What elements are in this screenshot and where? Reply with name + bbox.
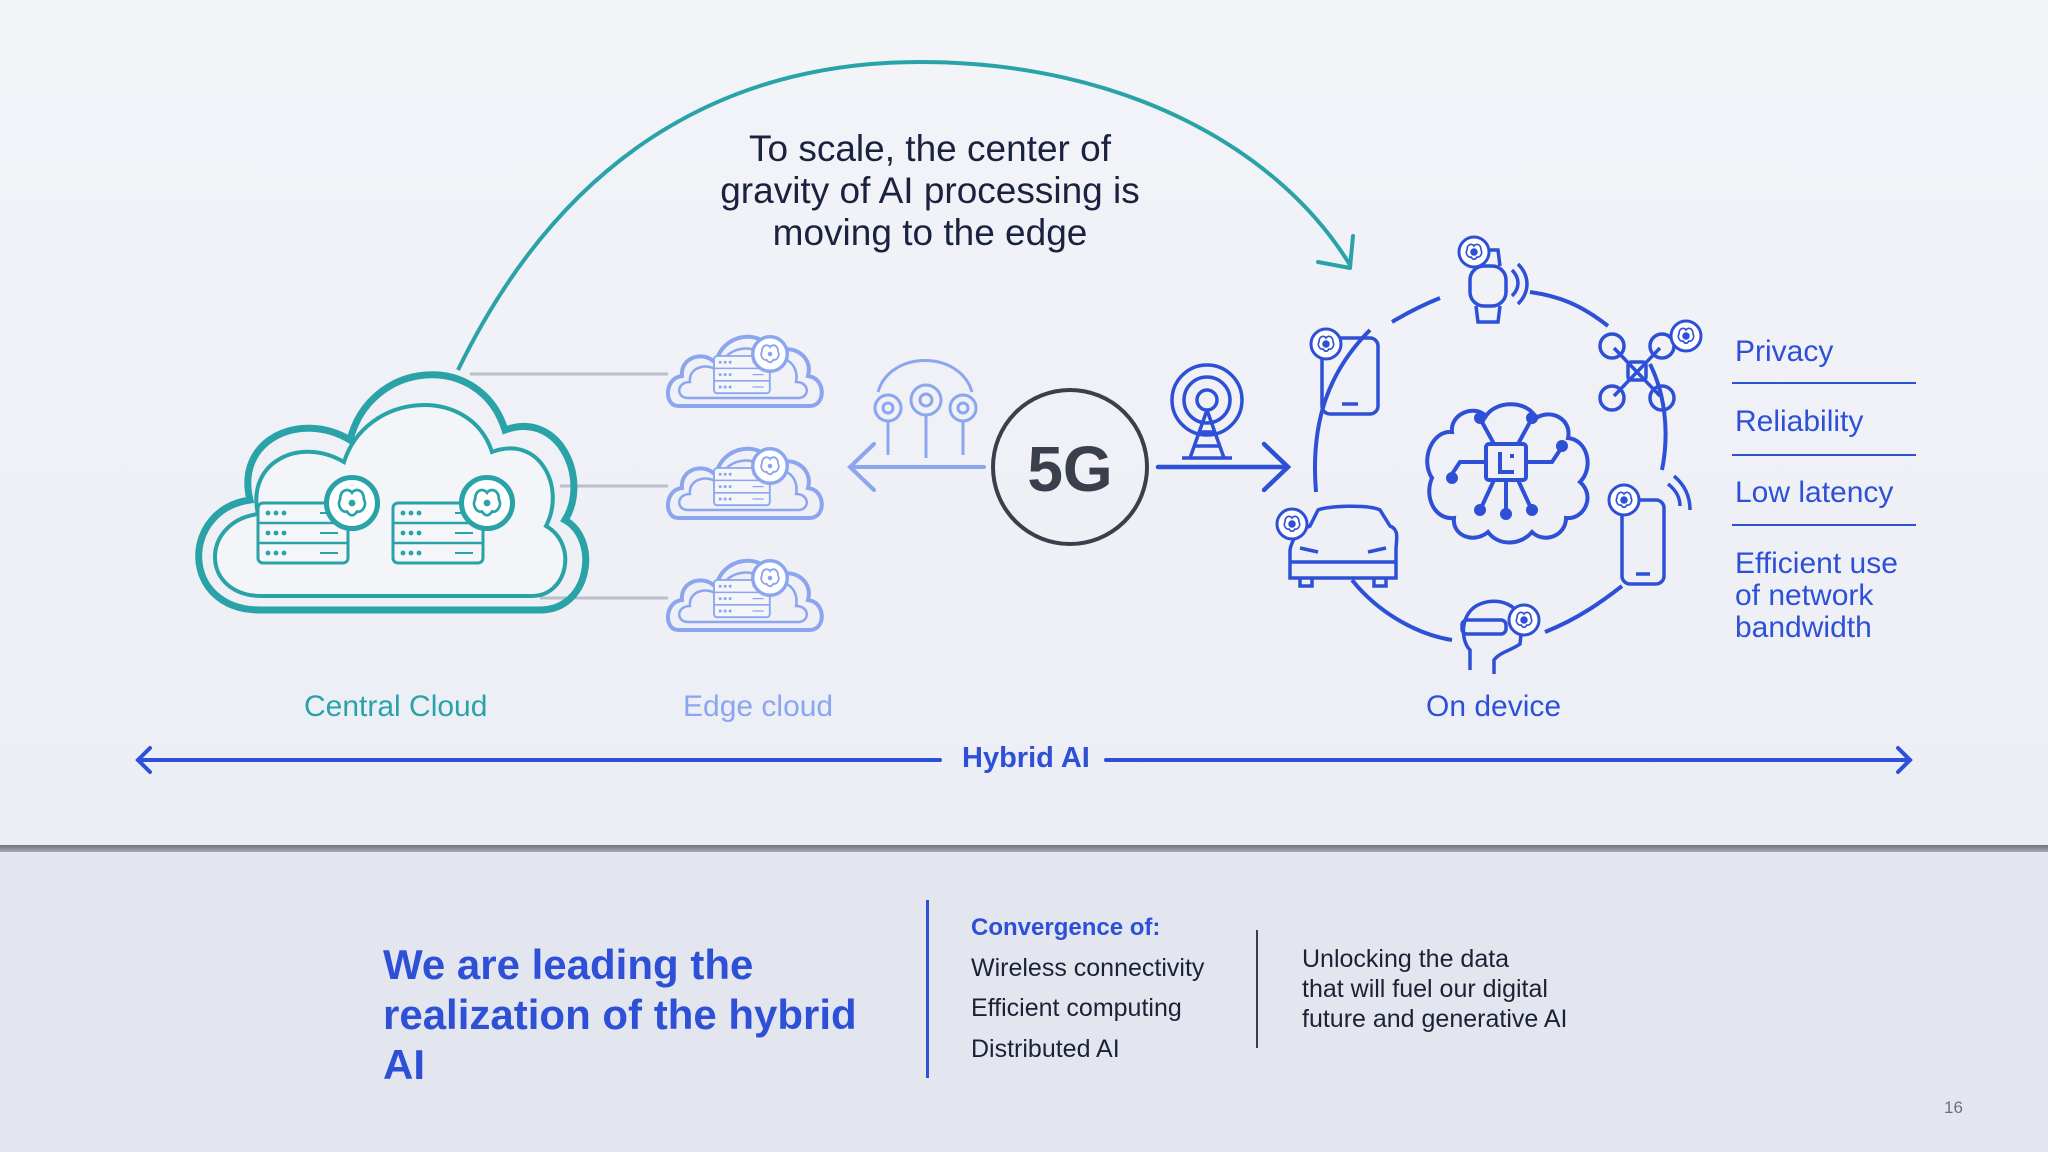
migration-arc [456,59,1352,371]
benefit-line: Efficient use [1735,547,1898,580]
page-number: 16 [1944,1098,1963,1117]
benefit-reliability: Reliability [1735,405,1864,438]
5g-badge: 5G [991,388,1149,546]
convergence-item: Distributed AI [971,1035,1120,1063]
hybrid-ai-arrow [135,746,1913,774]
convergence-item: Wireless connectivity [971,954,1205,982]
benefit-divider [1732,524,1916,526]
brain-chip-icon [462,478,513,529]
benefit-privacy: Privacy [1735,335,1834,368]
headline-line: gravity of AI processing is [720,170,1140,211]
headline: To scale, the center of gravity of AI pr… [700,128,1160,254]
vr-headset-icon [1460,599,1541,674]
unlock-statement: Unlocking the data that will fuel our di… [1302,944,1622,1034]
summary-area [0,852,2048,1152]
benefit-line: bandwidth [1735,611,1872,644]
central-cloud-icon [195,371,590,614]
benefit-divider [1732,382,1916,384]
unlock-line: Unlocking the data [1302,945,1510,973]
edge-cloud-icon [665,558,824,632]
hybrid-ai-label: Hybrid AI [962,742,1090,774]
unlock-line: that will fuel our digital [1302,975,1548,1003]
unlock-line: future and generative AI [1302,1005,1568,1033]
5g-label: 5G [1027,433,1112,505]
arrow-left-icon [847,442,986,492]
vertical-divider [1256,930,1258,1048]
car-icon [1275,504,1399,588]
benefit-low-latency: Low latency [1735,476,1894,509]
tablet-icon [1309,327,1380,416]
benefit-divider [1732,454,1916,456]
benefit-efficient-bandwidth: Efficient use of network bandwidth [1735,548,1898,644]
cell-tower-icon [1170,363,1244,460]
on-device-label: On device [1426,690,1562,723]
phone-icon [1607,474,1692,586]
lead-statement: We are leading the realization of the hy… [383,940,903,1090]
brain-chip-icon [327,478,378,529]
hybrid-ai-diagram: 5G [135,59,1913,774]
cloud-connectors [470,372,668,600]
section-divider [0,845,2048,852]
edge-cloud-icon [665,446,824,520]
edge-cloud-label: Edge cloud [683,690,834,723]
arrow-right-icon [1155,441,1292,493]
drone-icon [1598,319,1703,412]
headline-line: To scale, the center of [749,128,1111,169]
benefit-line: of network [1735,579,1874,612]
antenna-icon [873,359,978,458]
convergence-item: Efficient computing [971,994,1182,1022]
lead-line: We are leading the [383,941,754,988]
edge-cloud-icon [665,334,824,408]
vertical-divider [926,900,929,1078]
headline-line: moving to the edge [772,212,1088,253]
brain-chip-icon [1425,402,1590,545]
arc-arrowhead [1316,234,1355,270]
device-ring [1313,290,1668,642]
lead-line: realization of the hybrid AI [383,991,857,1088]
convergence-title: Convergence of: [971,914,1161,941]
smartwatch-icon [1457,235,1529,324]
central-cloud-label: Central Cloud [304,690,488,723]
diagram-area [0,0,2048,845]
